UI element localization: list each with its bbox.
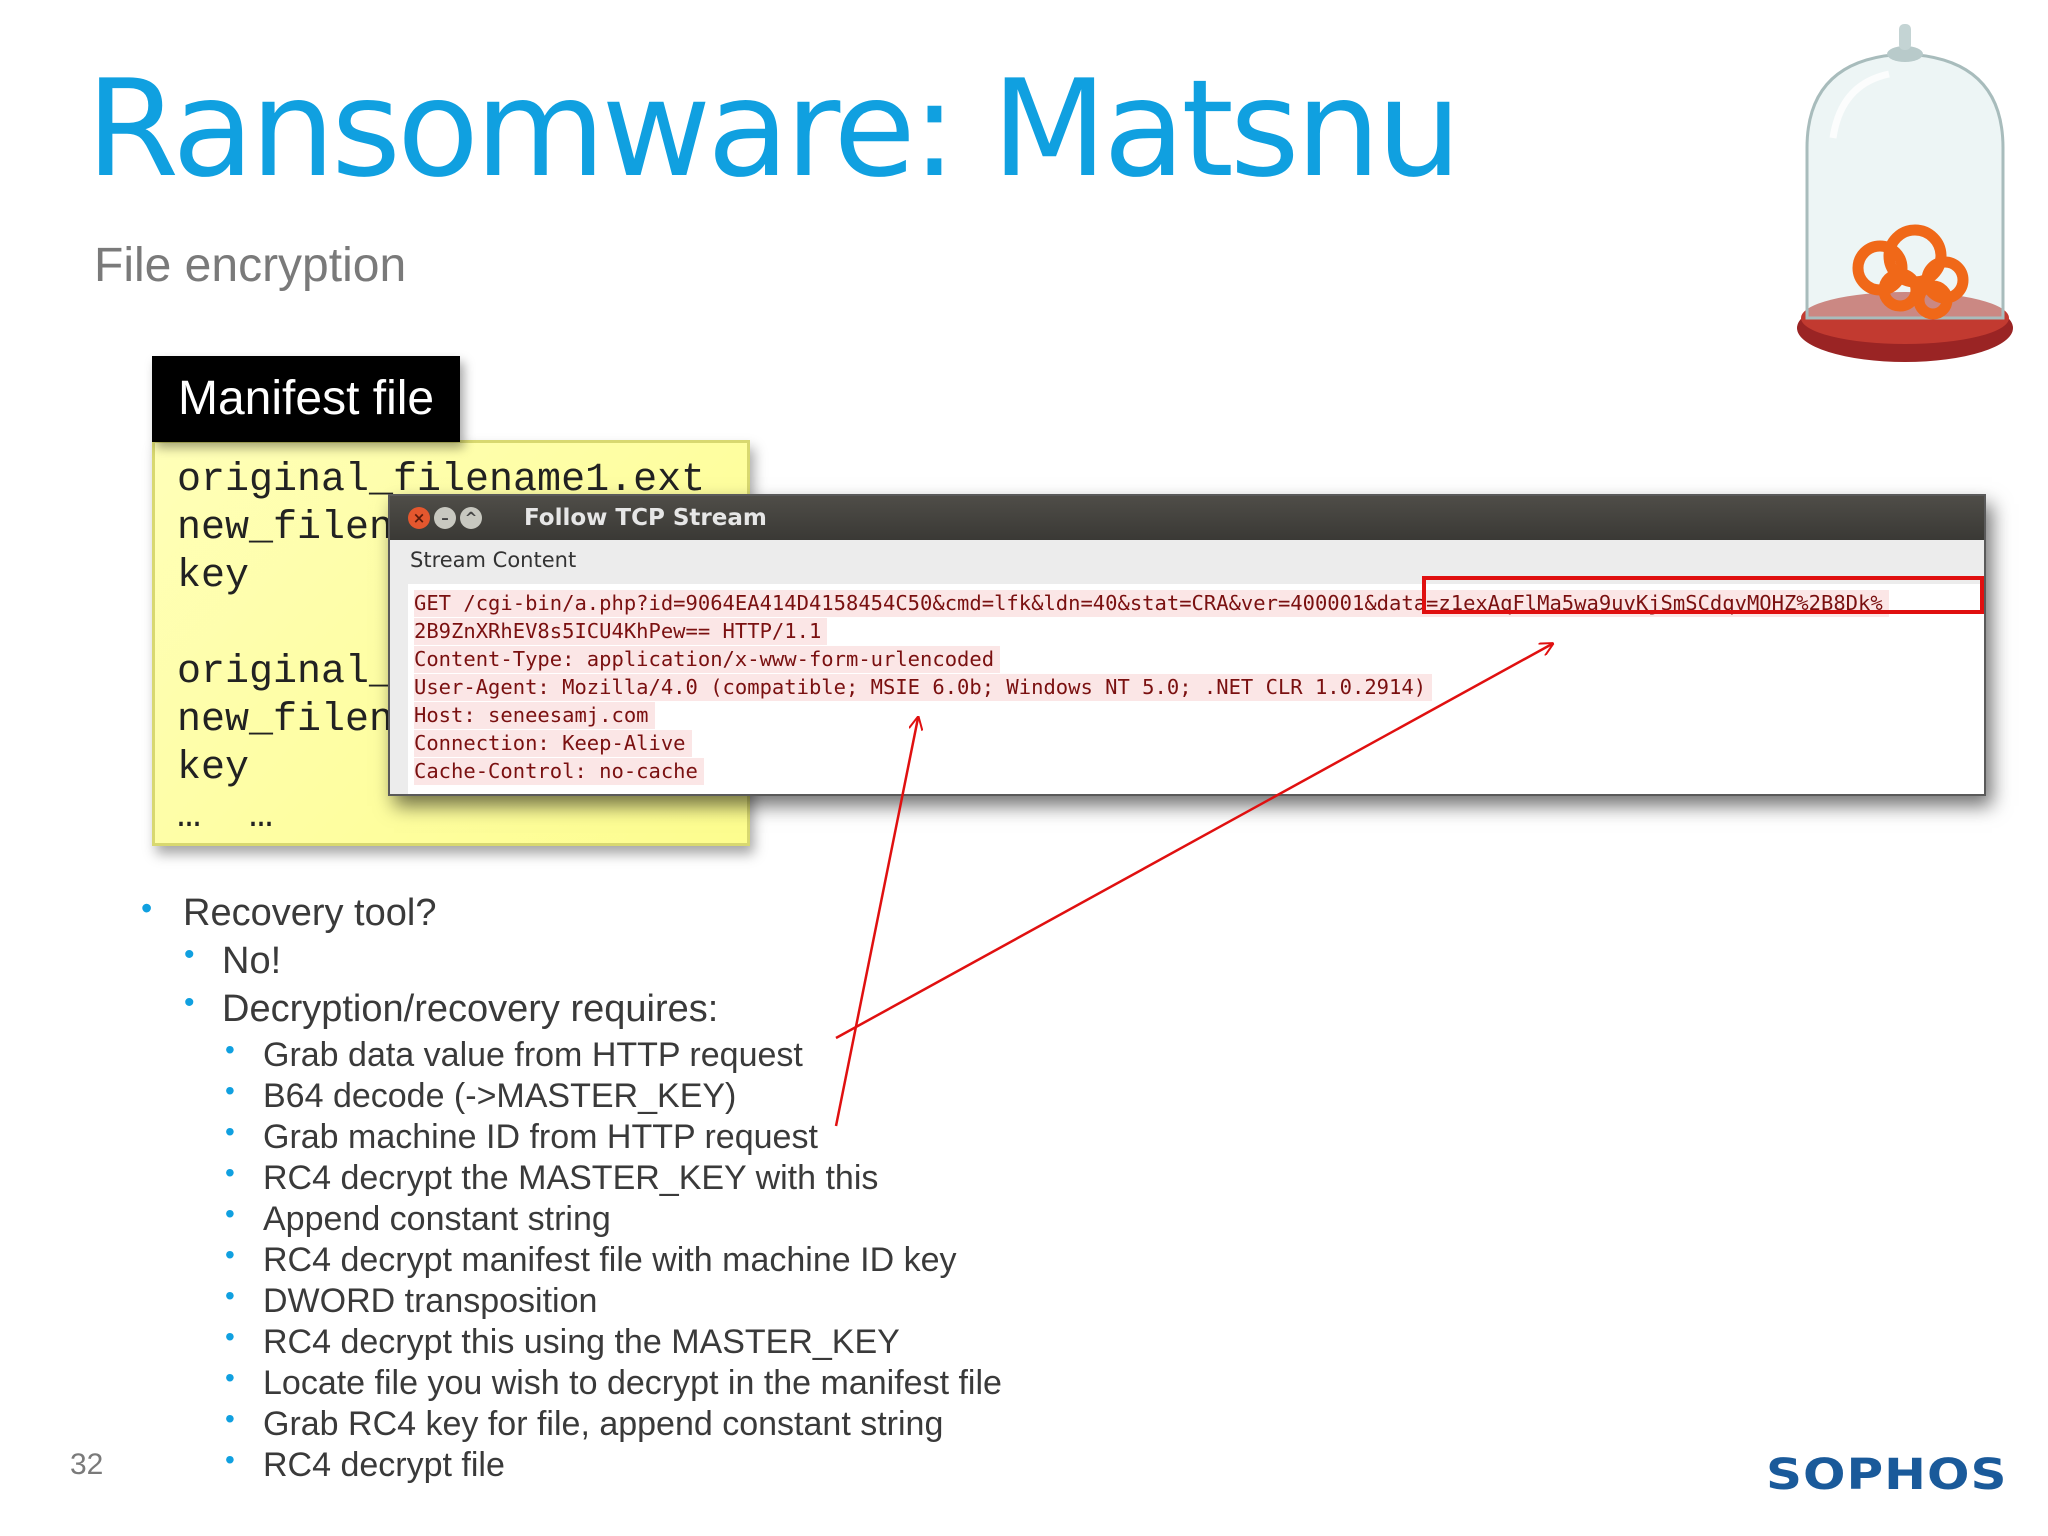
bullet-icon: • xyxy=(225,1034,235,1065)
bullet-icon: • xyxy=(225,1075,235,1106)
http-header-line: Cache-Control: no-cache xyxy=(414,758,704,785)
maximize-icon[interactable]: ^ xyxy=(460,507,482,529)
step-text: RC4 decrypt this using the MASTER_KEY xyxy=(263,1323,900,1361)
slide-title: Ransomware: Matsnu xyxy=(86,51,1462,207)
step-item: • B64 decode (->MASTER_KEY) xyxy=(225,1075,737,1116)
http-header-line: User-Agent: Mozilla/4.0 (compatible; MSI… xyxy=(414,674,1433,701)
bullet-text: Decryption/recovery requires: xyxy=(222,988,719,1030)
bullet-recovery-tool: • Recovery tool? xyxy=(141,890,437,935)
window-title: Follow TCP Stream xyxy=(524,505,767,531)
http-header-line: Content-Type: application/x-www-form-url… xyxy=(414,646,1001,673)
step-text: RC4 decrypt manifest file with machine I… xyxy=(263,1241,957,1279)
bullet-text: No! xyxy=(222,940,282,982)
step-item: • RC4 decrypt file xyxy=(225,1444,505,1485)
page-number: 32 xyxy=(70,1448,104,1481)
http-header-line: Connection: Keep-Alive xyxy=(414,730,692,757)
manifest-line: new_filen xyxy=(177,506,394,551)
manifest-line: original_ xyxy=(177,650,394,695)
window-titlebar[interactable]: × – ^ Follow TCP Stream xyxy=(390,496,1984,540)
bullet-requires: • Decryption/recovery requires: xyxy=(184,986,719,1031)
manifest-line: … … xyxy=(177,794,274,839)
step-text: Grab RC4 key for file, append constant s… xyxy=(263,1405,944,1443)
bullet-icon: • xyxy=(225,1280,235,1311)
step-text: Grab data value from HTTP request xyxy=(263,1036,803,1074)
bullet-icon: • xyxy=(225,1444,235,1475)
bell-jar-illustration xyxy=(1797,24,2013,362)
step-text: Append constant string xyxy=(263,1200,611,1238)
manifest-line: new_filen xyxy=(177,698,394,743)
bullet-icon: • xyxy=(225,1321,235,1352)
bullet-icon: • xyxy=(225,1239,235,1270)
step-text: RC4 decrypt the MASTER_KEY with this xyxy=(263,1159,879,1197)
slide-subtitle: File encryption xyxy=(94,239,407,292)
step-item: • RC4 decrypt manifest file with machine … xyxy=(225,1239,957,1280)
manifest-line: key xyxy=(177,746,250,791)
step-item: • Append constant string xyxy=(225,1198,611,1239)
step-item: • RC4 decrypt the MASTER_KEY with this xyxy=(225,1157,879,1198)
bullet-icon: • xyxy=(225,1403,235,1434)
step-text: RC4 decrypt file xyxy=(263,1446,505,1484)
step-item: • Locate file you wish to decrypt in the … xyxy=(225,1362,1002,1403)
bullet-no: • No! xyxy=(184,938,282,983)
follow-tcp-stream-window: × – ^ Follow TCP Stream Stream Content G… xyxy=(388,494,1986,796)
step-item: • Grab RC4 key for file, append constant … xyxy=(225,1403,944,1444)
step-text: DWORD transposition xyxy=(263,1282,598,1320)
bullet-icon: • xyxy=(141,890,153,926)
stream-content-area[interactable]: GET /cgi-bin/a.php?id=9064EA414D4158454C… xyxy=(408,584,1984,794)
step-item: • Grab data value from HTTP request xyxy=(225,1034,803,1075)
bullet-icon: • xyxy=(225,1198,235,1229)
step-text: B64 decode (->MASTER_KEY) xyxy=(263,1077,737,1115)
bullet-icon: • xyxy=(225,1116,235,1147)
http-header-line: Host: seneesamj.com xyxy=(414,702,655,729)
step-item: • RC4 decrypt this using the MASTER_KEY xyxy=(225,1321,900,1362)
manifest-file-header: Manifest file xyxy=(152,356,461,442)
step-text: Grab machine ID from HTTP request xyxy=(263,1118,818,1156)
stream-content-label: Stream Content xyxy=(410,548,577,572)
manifest-line: key xyxy=(177,554,250,599)
step-item: • Grab machine ID from HTTP request xyxy=(225,1116,818,1157)
close-icon[interactable]: × xyxy=(408,507,430,529)
bullet-icon: • xyxy=(225,1362,235,1393)
http-request-line: 2B9ZnXRhEV8s5ICU4KhPew== HTTP/1.1 xyxy=(414,618,828,645)
bullet-text: Recovery tool? xyxy=(183,892,437,934)
bullet-icon: • xyxy=(225,1157,235,1188)
bullet-icon: • xyxy=(184,938,195,971)
step-item: • DWORD transposition xyxy=(225,1280,598,1321)
sophos-logo: SOPHOS xyxy=(1766,1450,2008,1500)
step-text: Locate file you wish to decrypt in the m… xyxy=(263,1364,1002,1402)
minimize-icon[interactable]: – xyxy=(434,507,456,529)
bullet-icon: • xyxy=(184,986,195,1019)
data-parameter-highlight xyxy=(1422,576,1984,614)
